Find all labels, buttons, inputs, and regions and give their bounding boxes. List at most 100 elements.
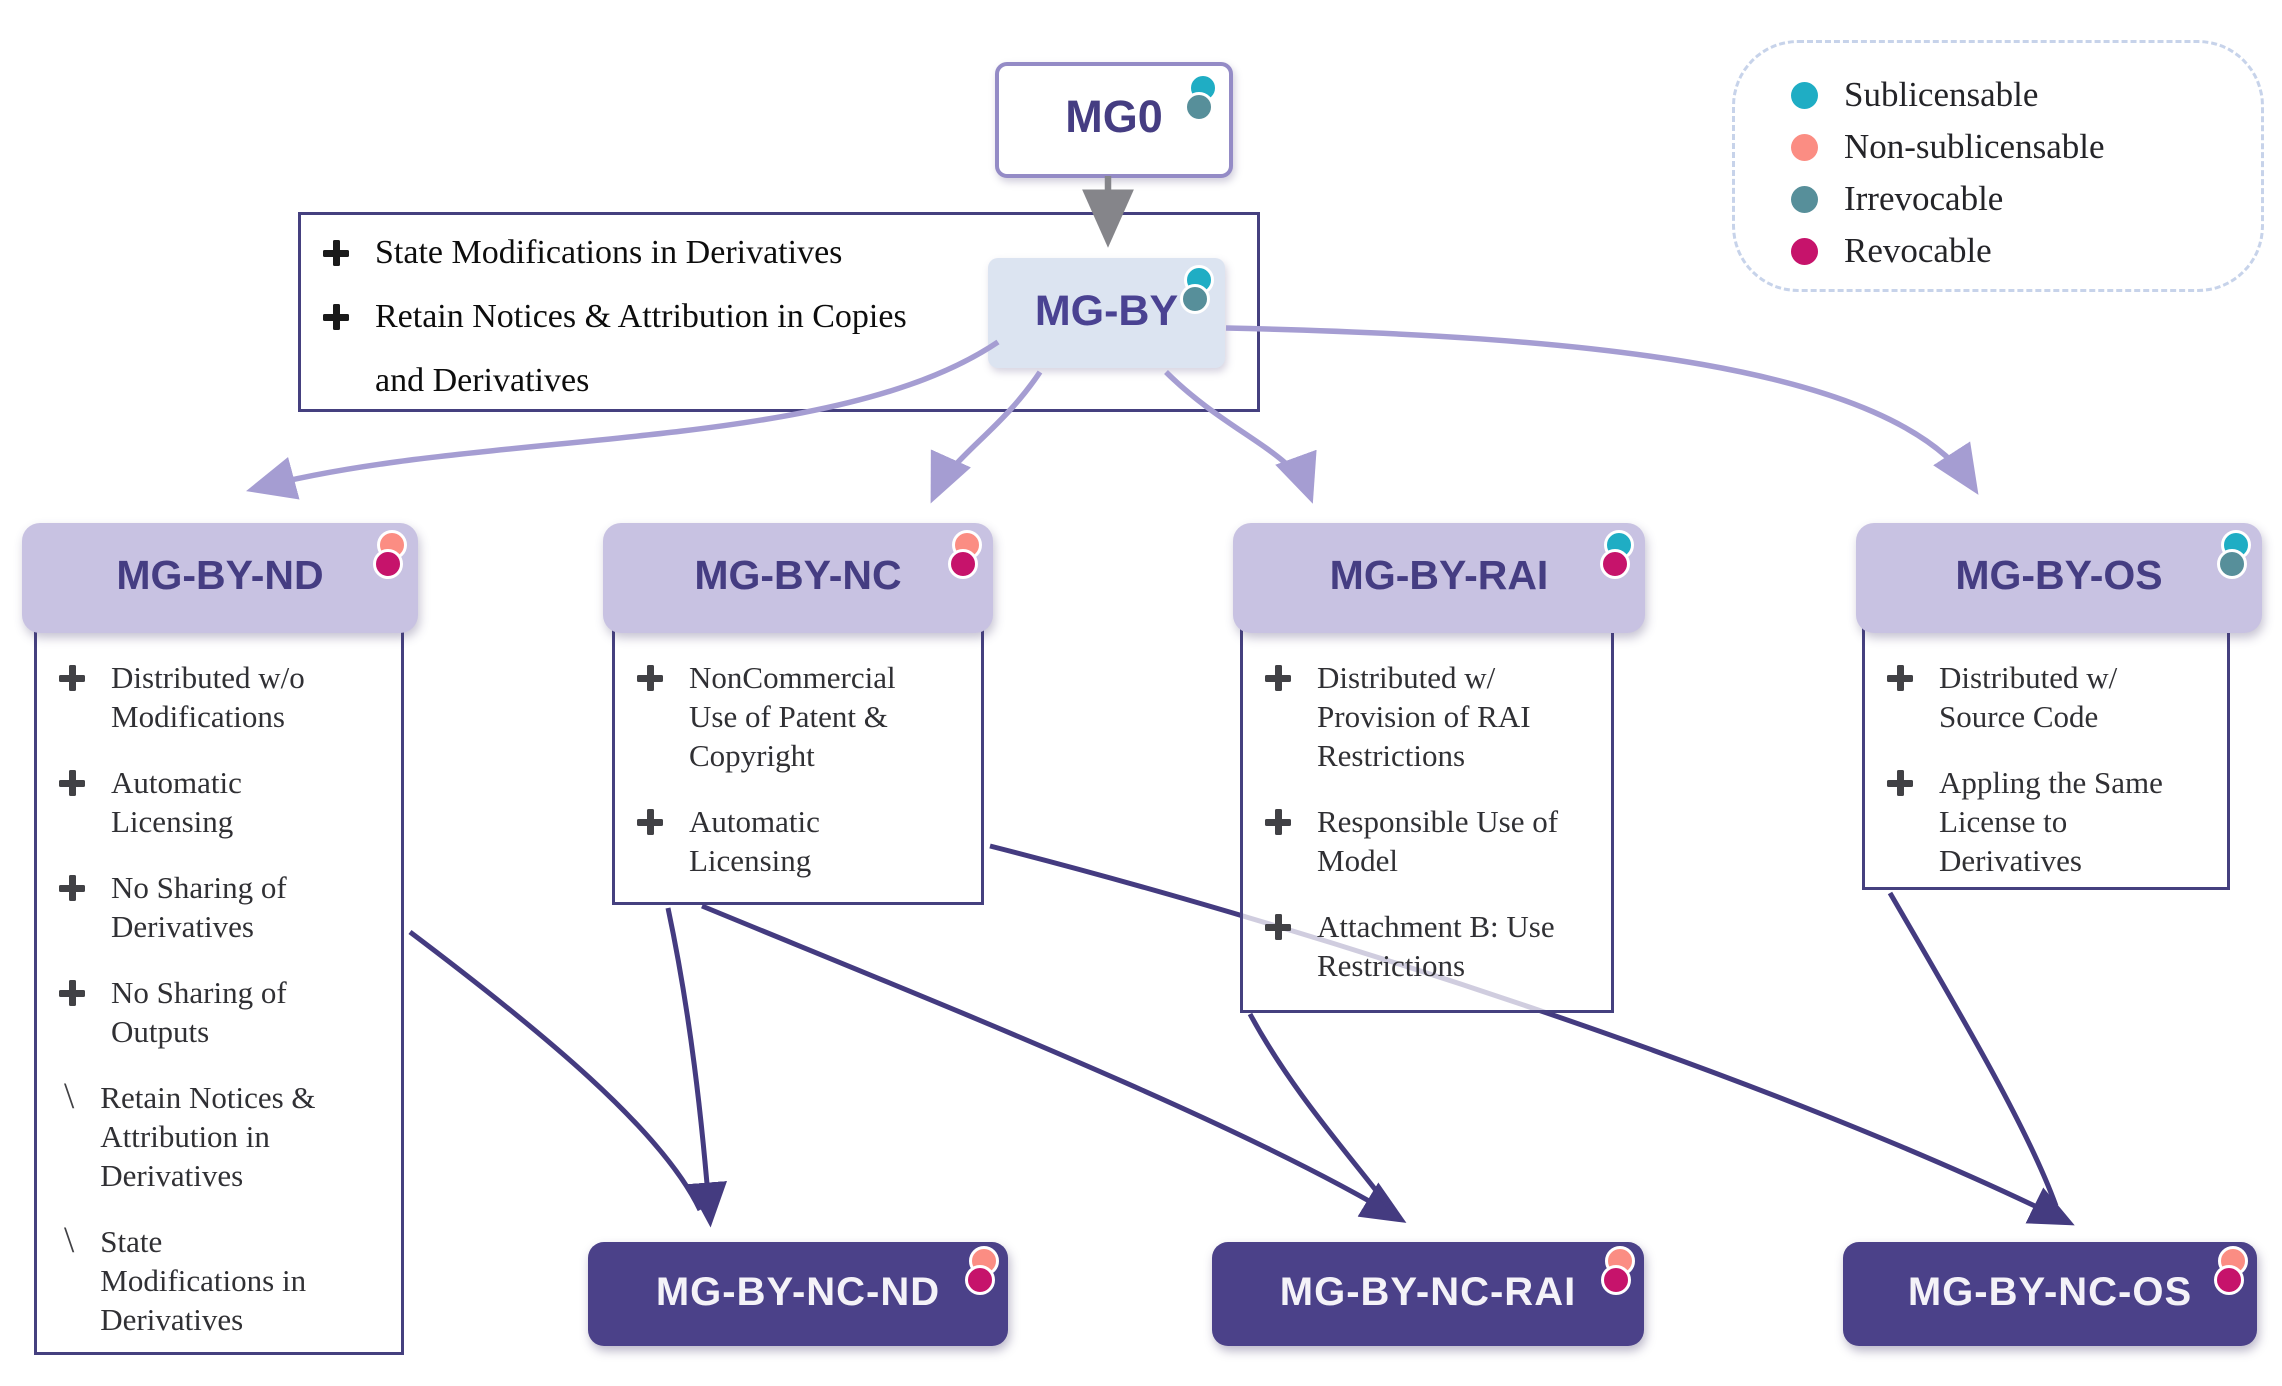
plus-bullet-icon	[323, 304, 349, 330]
list-item: Automatic Licensing	[59, 763, 387, 841]
list-item-text: Retain Notices & Attribution in Copies a…	[375, 298, 907, 399]
list-item-text: State Modifications in Derivatives	[100, 1224, 307, 1337]
node-mg0-title: MG0	[1065, 91, 1163, 142]
slash-bullet-icon: \	[64, 1220, 75, 1261]
plus-bullet-icon	[59, 665, 85, 691]
list-item-text: Automatic Licensing	[689, 804, 820, 878]
list-item-text: Retain Notices & Attribution in Derivati…	[100, 1080, 316, 1193]
list-item: Distributed w/ Provision of RAI Restrict…	[1265, 658, 1597, 775]
node-mgbyrai-terms: Distributed w/ Provision of RAI Restrict…	[1240, 625, 1614, 1013]
list-item-text: Distributed w/ Provision of RAI Restrict…	[1317, 660, 1531, 773]
legend-item: Irrevocable	[1791, 173, 2261, 225]
list-item-text: Automatic Licensing	[111, 765, 242, 839]
node-mgby-title: MG-BY	[1034, 287, 1179, 335]
irrevocable-dot	[2217, 549, 2247, 579]
list-item: Distributed w/o Modifications	[59, 658, 387, 736]
list-item: Attachment B: Use Restrictions	[1265, 907, 1597, 985]
plus-bullet-icon	[637, 809, 663, 835]
revocable-dot	[1600, 549, 1630, 579]
revocable-dot	[1601, 1265, 1631, 1295]
list-item: Appling the Same License to Derivatives	[1887, 763, 2213, 880]
node-mgbyos-status-dots	[2212, 530, 2252, 586]
plus-bullet-icon	[1265, 809, 1291, 835]
node-mgbync-status-dots	[943, 530, 983, 586]
node-mgbyos-title: MG-BY-OS	[1955, 552, 2163, 598]
revocable-legend-dot	[1791, 237, 1818, 265]
node-mgbyrai-title: MG-BY-RAI	[1329, 552, 1549, 598]
list-item: NonCommercial Use of Patent & Copyright	[637, 658, 967, 775]
legend-label: Sublicensable	[1844, 75, 2039, 114]
node-mgbyncnd-title: MG-BY-NC-ND	[655, 1270, 941, 1314]
non-sublicensable-legend-dot	[1791, 133, 1818, 161]
node-mgbync-header: MG-BY-NC	[603, 523, 993, 633]
list-item-text: No Sharing of Derivatives	[111, 870, 287, 944]
irrevocable-legend-dot	[1791, 185, 1818, 213]
irrevocable-dot	[1180, 284, 1210, 314]
node-mgbyncnd: MG-BY-NC-ND	[588, 1242, 1008, 1346]
list-item-text: NonCommercial Use of Patent & Copyright	[689, 660, 896, 773]
list-item: \ State Modifications in Derivatives	[59, 1222, 387, 1339]
arrow-mgby-to-os	[1225, 325, 1979, 495]
list-item: No Sharing of Outputs	[59, 973, 387, 1051]
plus-bullet-icon	[323, 240, 349, 266]
node-mgbynd-title: MG-BY-ND	[116, 552, 324, 598]
node-mgbyncos-status-dots	[2209, 1246, 2249, 1302]
legend-label: Non-sublicensable	[1844, 127, 2105, 166]
list-item: Responsible Use of Model	[1265, 802, 1597, 880]
arrow-nc-to-ncnd	[665, 907, 728, 1228]
revocable-dot	[373, 549, 403, 579]
arrow-rai-to-ncrai	[1247, 1012, 1390, 1208]
node-mgbyncrai-status-dots	[1596, 1246, 1636, 1302]
list-item: State Modifications in Derivatives	[323, 221, 943, 285]
node-mgbyncrai: MG-BY-NC-RAI	[1212, 1242, 1644, 1346]
node-mgbyos-header: MG-BY-OS	[1856, 523, 2262, 633]
sublicensable-legend-dot	[1791, 81, 1818, 109]
node-mgbyncnd-status-dots	[960, 1246, 1000, 1302]
list-item-text: Attachment B: Use Restrictions	[1317, 909, 1555, 983]
revocable-dot	[2214, 1265, 2244, 1295]
node-mg0-status-dots	[1179, 73, 1219, 129]
list-item: Automatic Licensing	[637, 802, 967, 880]
node-mg0: MG0	[995, 62, 1233, 178]
node-mgbynd-header: MG-BY-ND	[22, 523, 418, 633]
node-mgby-status-dots	[1175, 265, 1215, 321]
plus-bullet-icon	[1265, 665, 1291, 691]
plus-bullet-icon	[59, 875, 85, 901]
node-mgbyrai-header: MG-BY-RAI	[1233, 523, 1645, 633]
list-item: \Retain Notices & Attribution in Derivat…	[59, 1078, 387, 1195]
list-item-text: State Modifications in Derivatives	[375, 234, 843, 271]
list-item-text: No Sharing of Outputs	[111, 975, 287, 1049]
node-mgbynd-status-dots	[368, 530, 408, 586]
list-item: Distributed w/ Source Code	[1887, 658, 2213, 736]
node-mgbyncrai-title: MG-BY-NC-RAI	[1279, 1270, 1577, 1314]
node-mgbyncos: MG-BY-NC-OS	[1843, 1242, 2257, 1346]
plus-bullet-icon	[59, 770, 85, 796]
node-mgbync-title: MG-BY-NC	[694, 552, 902, 598]
list-item-text: Responsible Use of Model	[1317, 804, 1559, 878]
list-item: Retain Notices & Attribution in Copies a…	[323, 285, 943, 413]
list-item-text: Distributed w/o Modifications	[111, 660, 305, 734]
legend-item: Revocable	[1791, 225, 2261, 277]
node-mgbyncos-title: MG-BY-NC-OS	[1907, 1270, 2193, 1314]
revocable-dot	[965, 1265, 995, 1295]
plus-bullet-icon	[1265, 914, 1291, 940]
legend-item: Sublicensable	[1791, 69, 2261, 121]
irrevocable-dot	[1184, 92, 1214, 122]
legend-label: Revocable	[1844, 231, 1992, 270]
plus-bullet-icon	[59, 980, 85, 1006]
plus-bullet-icon	[637, 665, 663, 691]
node-mgbyrai-status-dots	[1595, 530, 1635, 586]
list-item-text: Distributed w/ Source Code	[1939, 660, 2118, 734]
list-item-text: Appling the Same License to Derivatives	[1939, 765, 2163, 878]
legend-item: Non-sublicensable	[1791, 121, 2261, 173]
revocable-dot	[948, 549, 978, 579]
arrow-os-to-ncos	[1887, 891, 2059, 1207]
list-item: No Sharing of Derivatives	[59, 868, 387, 946]
node-mgby: MG-BY	[988, 258, 1225, 368]
